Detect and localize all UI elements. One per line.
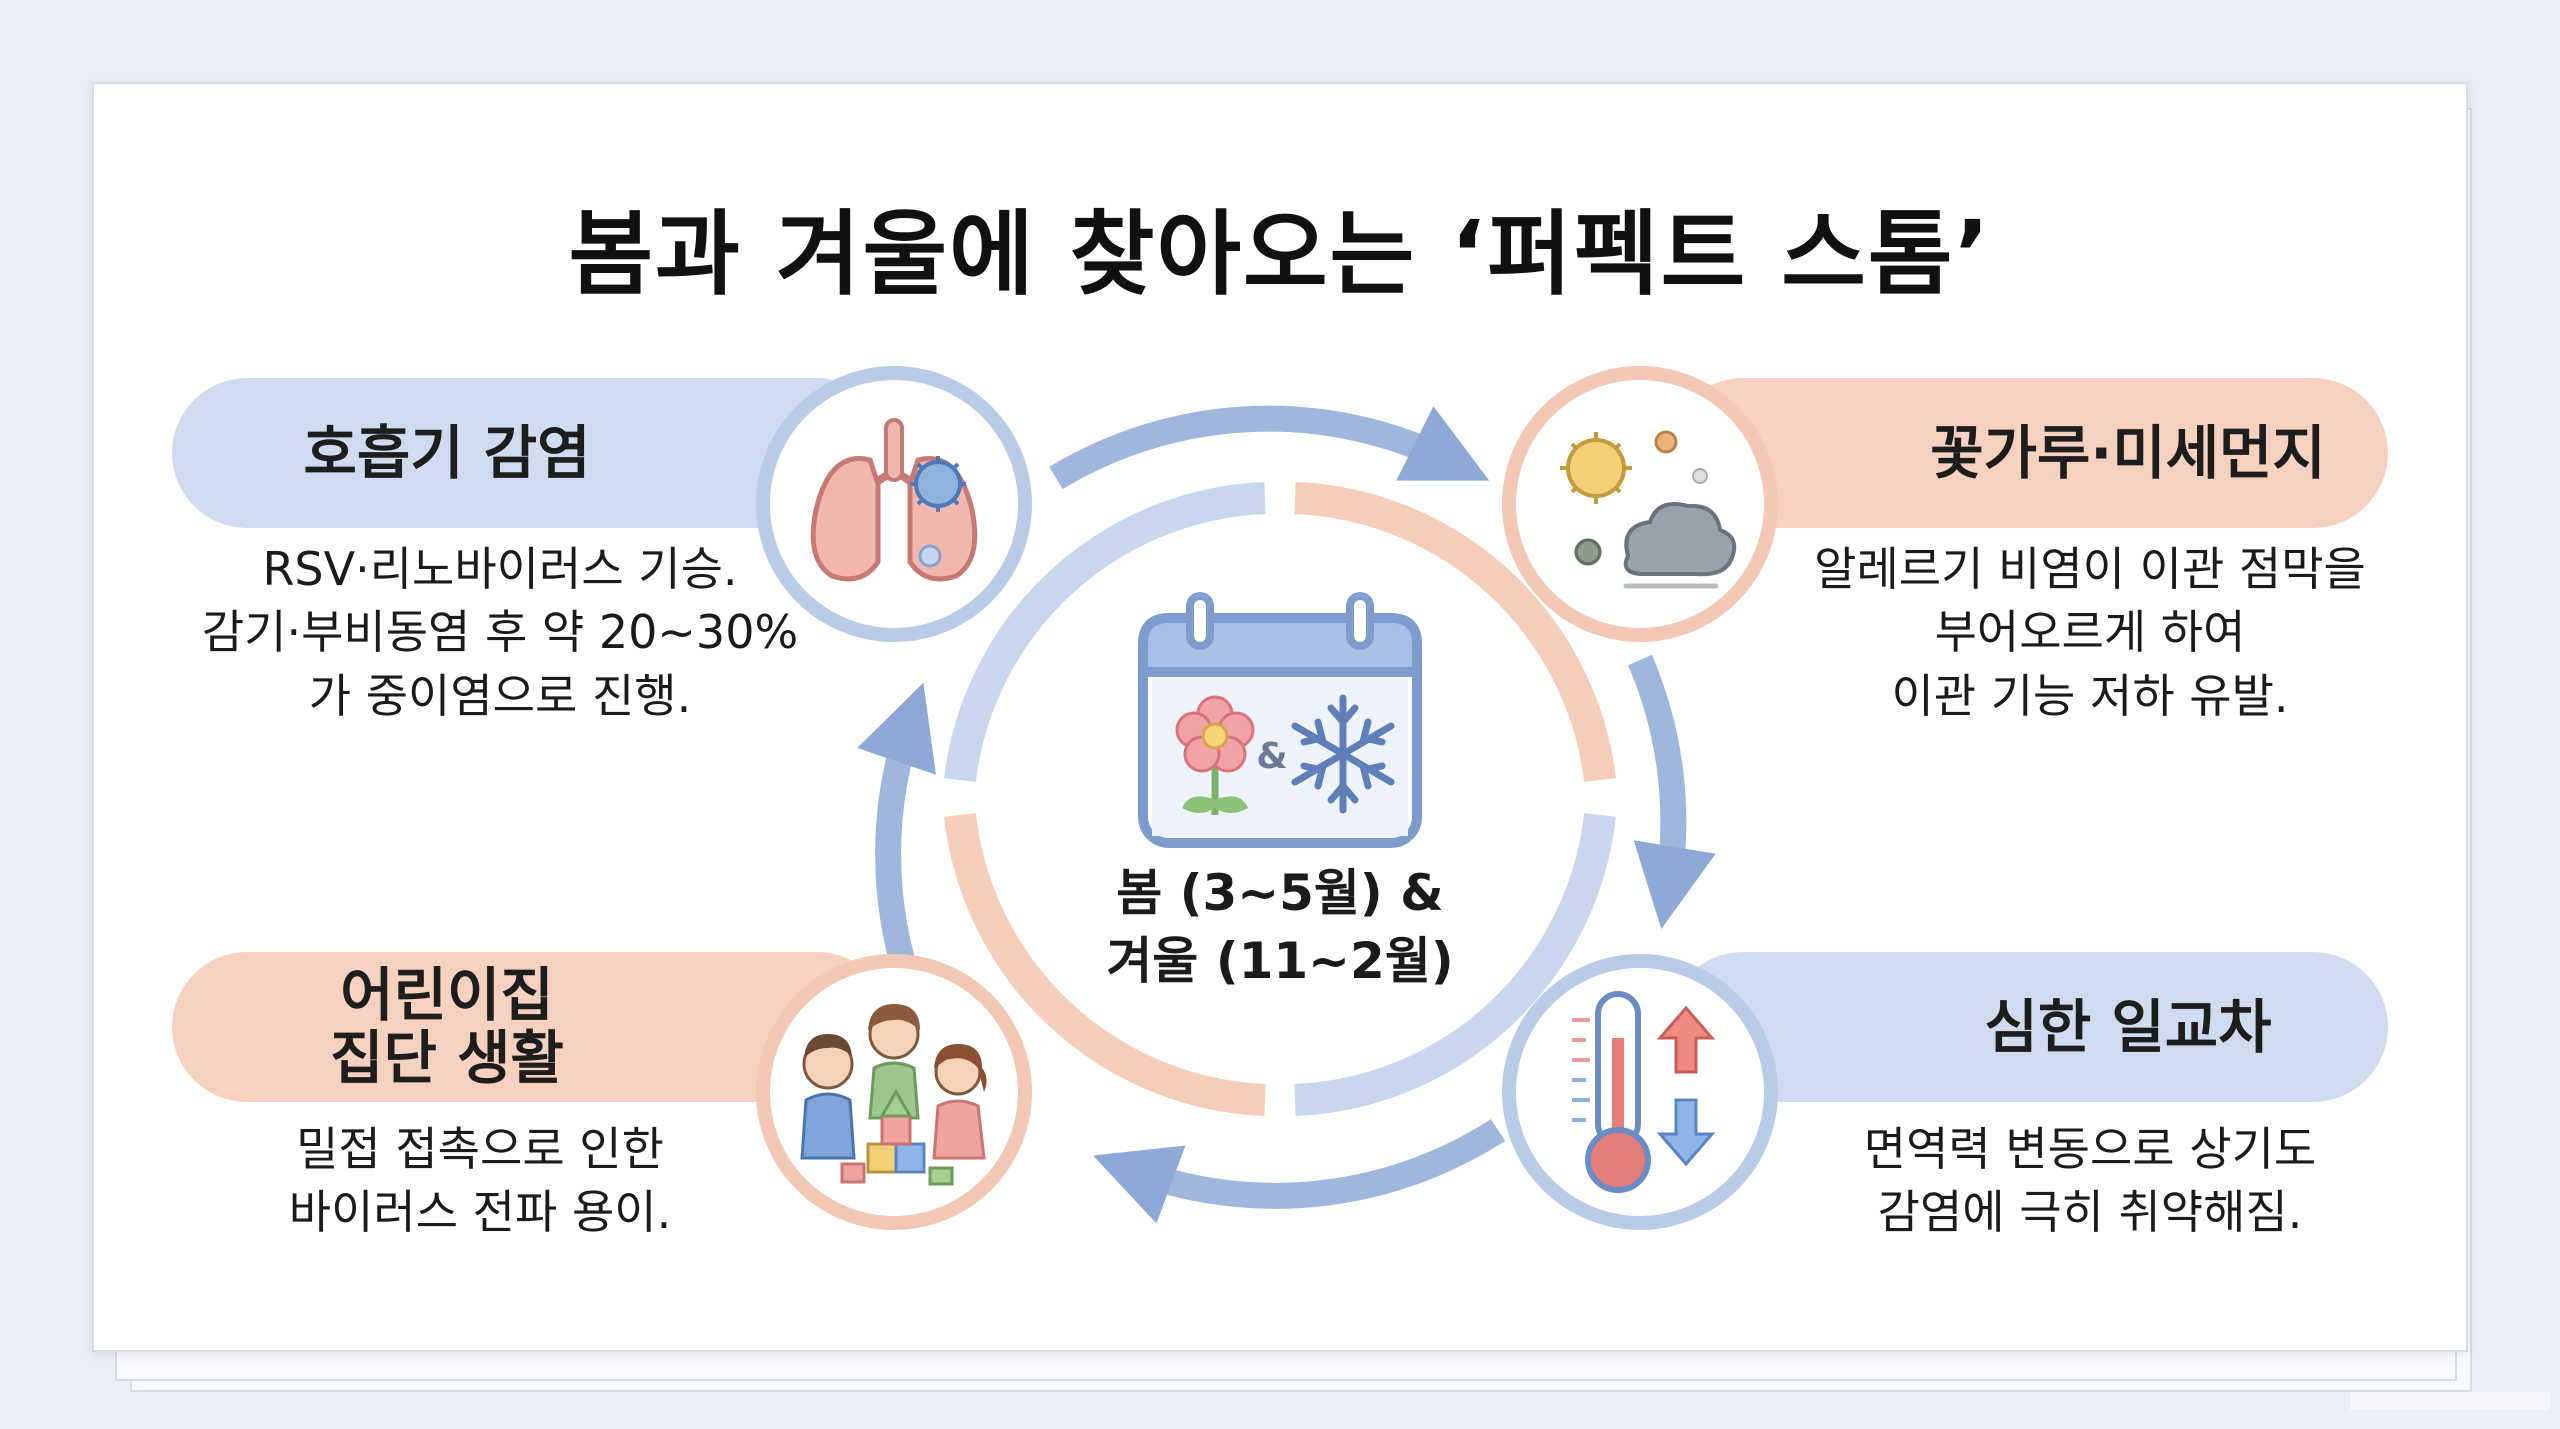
inner-ring xyxy=(944,482,1616,1116)
page-title: 봄과 겨울에 찾아오는 ‘퍼펙트 스톰’ xyxy=(568,201,1992,308)
arrow-left xyxy=(857,682,936,964)
arrow-down-icon xyxy=(1656,1098,1716,1167)
factor-pill-temperature: 심한 일교차 xyxy=(1668,952,2388,1102)
arrow-top xyxy=(1049,405,1490,490)
icon-circle-daycare xyxy=(756,954,1032,1230)
season-label-line2: 겨울 (11~2월) xyxy=(1106,931,1454,990)
pollen-dust-icon xyxy=(1560,430,1737,589)
factor-heading-pollen: 꽃가루·미세먼지 xyxy=(1930,418,2326,487)
cycle-arrows xyxy=(857,405,1716,1224)
factor-pill-pollen: 꽃가루·미세먼지 xyxy=(1668,378,2388,528)
season-label: 봄 (3~5월) & 겨울 (11~2월) xyxy=(1090,860,1470,995)
snowflake-icon xyxy=(1291,694,1395,814)
factor-heading-daycare-line1: 어린이집 xyxy=(340,961,554,1030)
factor-heading-respiratory: 호흡기 감염 xyxy=(303,418,591,487)
factor-desc-daycare: 밀접 접촉으로 인한 바이러스 전파 용이. xyxy=(288,1122,672,1240)
lungs-virus-icon xyxy=(810,418,978,582)
children-playing-icon xyxy=(800,1004,987,1186)
thermometer-icon xyxy=(1572,991,1716,1193)
ring-segment-bottom-left xyxy=(944,813,1266,1116)
ring-segment-top-right xyxy=(1294,482,1616,782)
icon-circle-pollen xyxy=(1502,366,1778,642)
factor-desc-respiratory: RSV·리노바이러스 기승. 감기·부비동염 후 약 20~30% 가 중이염으… xyxy=(201,542,799,723)
icon-circle-temperature xyxy=(1502,954,1778,1230)
arrow-up-icon xyxy=(1656,1005,1716,1074)
ring-segment-bottom-right xyxy=(1294,813,1616,1116)
ring-segment-top-left xyxy=(944,482,1266,782)
factor-heading-daycare-line2: 집단 생활 xyxy=(330,1024,564,1092)
flower-icon xyxy=(1175,695,1255,815)
season-label-line1: 봄 (3~5월) & xyxy=(1116,864,1444,922)
factor-desc-pollen: 알레르기 비염이 이관 점막을 부어오르게 하여 이관 기능 저하 유발. xyxy=(1814,542,2366,723)
arrow-bottom xyxy=(1093,1119,1506,1224)
corner-strip xyxy=(2350,1392,2550,1410)
arrow-right xyxy=(1628,654,1716,930)
factor-heading-temperature: 심한 일교차 xyxy=(1984,992,2272,1061)
icon-circle-respiratory xyxy=(756,366,1032,642)
calendar-ampersand: & xyxy=(1256,736,1287,777)
calendar-icon: & xyxy=(1138,592,1422,848)
factor-desc-temperature: 면역력 변동으로 상기도 감염에 극히 취약해짐. xyxy=(1863,1122,2317,1240)
